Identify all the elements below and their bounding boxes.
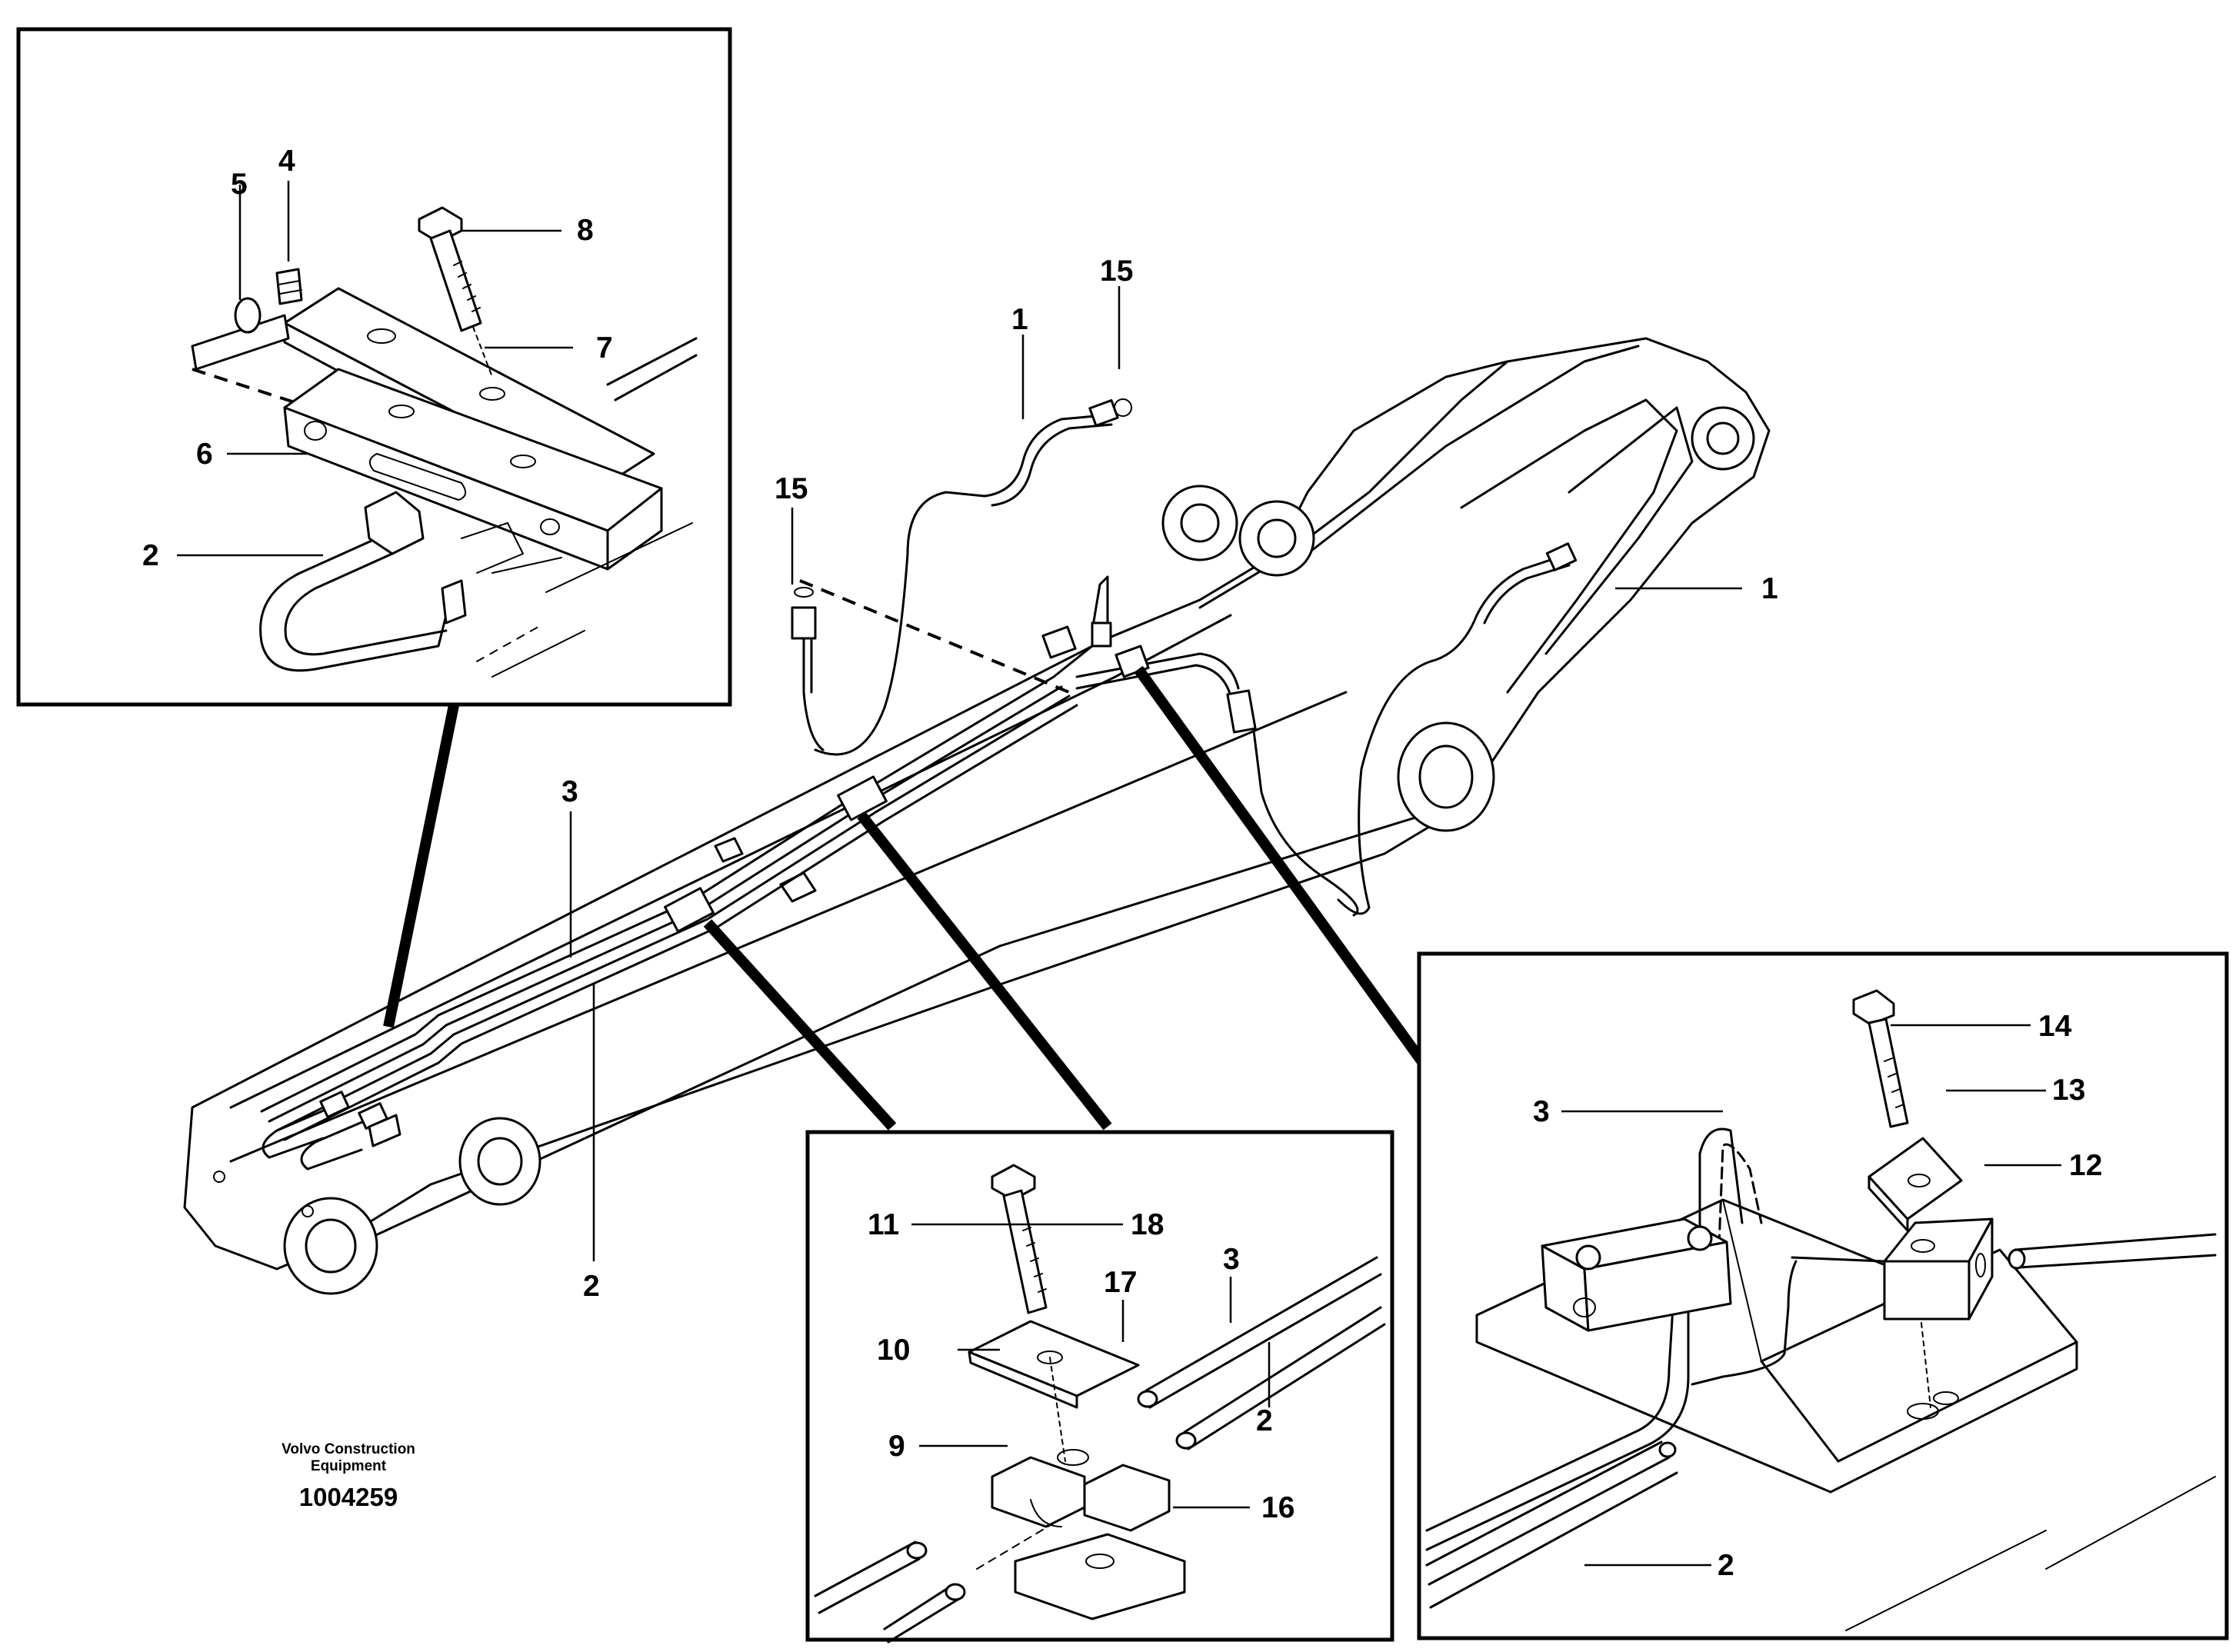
callout-9: 9 (888, 1430, 905, 1463)
callout-6: 6 (196, 438, 213, 471)
callout-2-middle: 2 (1256, 1404, 1273, 1437)
callout-10: 10 (877, 1334, 910, 1367)
callout-3-right: 3 (1533, 1095, 1550, 1128)
detail-left: 5 4 8 7 6 2 (16, 27, 732, 707)
callout-1-right: 1 (1761, 572, 1778, 605)
callout-3-main: 3 (561, 775, 578, 808)
callout-5: 5 (231, 168, 248, 201)
callout-15-left: 15 (775, 472, 808, 505)
callout-14: 14 (2038, 1010, 2072, 1043)
callout-16: 16 (1261, 1491, 1294, 1524)
boom-drawing (183, 337, 1771, 1295)
detail-right: 14 13 12 3 2 (1417, 951, 2229, 1640)
grease-lines (260, 398, 1578, 1171)
callout-2-right: 2 (1718, 1549, 1734, 1582)
callout-11: 11 (868, 1208, 899, 1241)
callout-17: 17 (1104, 1266, 1137, 1299)
footer: Volvo Construction Equipment 1004259 (282, 1441, 415, 1511)
callout-12: 12 (2069, 1149, 2102, 1182)
callout-7: 7 (596, 331, 613, 365)
callout-2-main: 2 (583, 1270, 600, 1303)
maker-line-2: Equipment (311, 1458, 387, 1474)
callout-15-top: 15 (1100, 255, 1133, 288)
part-number: 1004259 (299, 1483, 398, 1511)
callout-3-middle: 3 (1223, 1243, 1240, 1276)
callout-18: 18 (1131, 1208, 1164, 1241)
callout-2-left: 2 (142, 539, 159, 572)
main-leaders (569, 286, 1742, 1261)
detail-middle: 11 18 17 3 10 9 2 16 (805, 1130, 1394, 1644)
callout-4: 4 (278, 145, 295, 178)
callout-1-left: 1 (1011, 303, 1028, 336)
maker-line-1: Volvo Construction (282, 1441, 415, 1457)
detail-connectors (383, 665, 1428, 1131)
callout-8: 8 (577, 214, 594, 247)
callout-13: 13 (2052, 1074, 2085, 1107)
